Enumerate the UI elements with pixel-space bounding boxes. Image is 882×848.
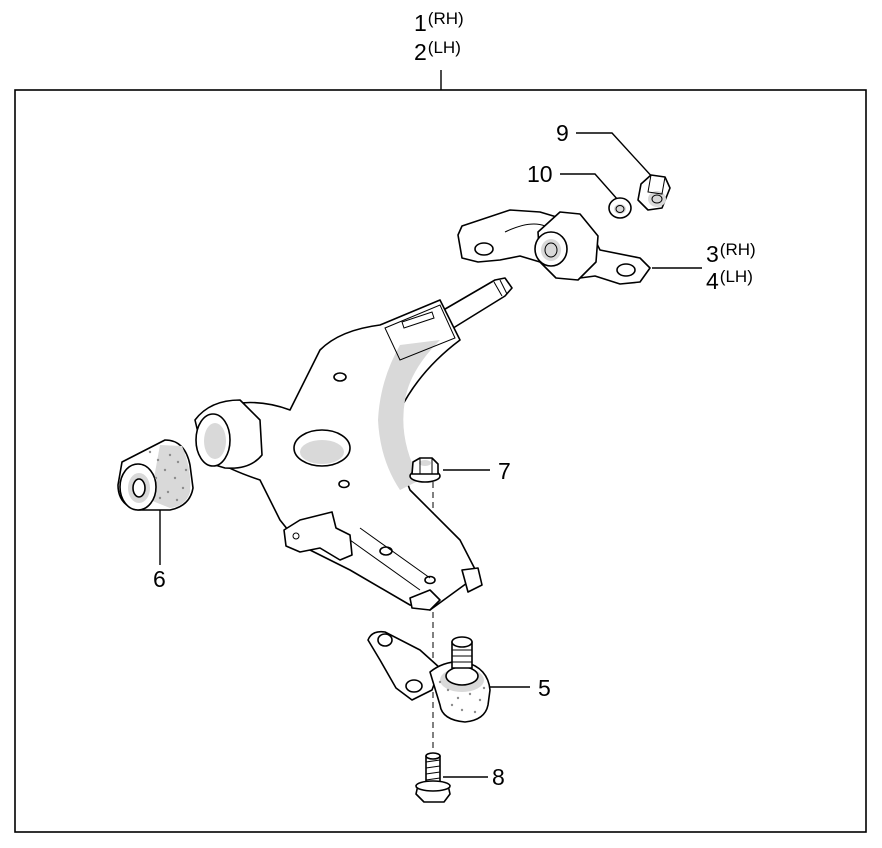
part-5-ball-joint bbox=[367, 630, 491, 723]
callout-1: 1(RH) bbox=[414, 9, 464, 37]
callout-3-side: (RH) bbox=[719, 240, 756, 259]
callout-3-number: 3 bbox=[706, 241, 719, 267]
callout-8: 8 bbox=[492, 766, 505, 789]
callout-9-number: 9 bbox=[556, 120, 569, 146]
leader-9 bbox=[576, 132, 656, 181]
callout-2-side: (LH) bbox=[427, 38, 461, 57]
callout-4-side: (LH) bbox=[719, 267, 753, 286]
callout-8-number: 8 bbox=[492, 764, 505, 790]
callout-4-number: 4 bbox=[706, 268, 719, 294]
part-7-flange-nut bbox=[409, 457, 441, 483]
callout-1-number: 1 bbox=[414, 10, 427, 36]
part-8-bolt bbox=[415, 752, 451, 803]
callout-10: 10 bbox=[527, 163, 553, 186]
callout-1-side: (RH) bbox=[427, 9, 464, 28]
callout-7-number: 7 bbox=[498, 458, 511, 484]
callout-10-number: 10 bbox=[527, 161, 553, 187]
callout-4: 4(LH) bbox=[706, 267, 753, 295]
callout-5-number: 5 bbox=[538, 675, 551, 701]
callout-5: 5 bbox=[538, 677, 551, 700]
part-1-2-lower-arm bbox=[194, 277, 513, 611]
part-9-nut bbox=[637, 174, 671, 211]
callout-6-number: 6 bbox=[153, 566, 166, 592]
part-3-4-bracket bbox=[457, 209, 651, 285]
callout-2-number: 2 bbox=[414, 39, 427, 65]
callout-7: 7 bbox=[498, 460, 511, 483]
part-10-washer bbox=[608, 197, 632, 219]
callout-9: 9 bbox=[556, 122, 569, 145]
leader-10 bbox=[560, 173, 619, 201]
callout-2: 2(LH) bbox=[414, 38, 461, 66]
part-6-bushing bbox=[117, 439, 194, 511]
callout-3: 3(RH) bbox=[706, 240, 756, 268]
callout-6: 6 bbox=[153, 568, 166, 591]
